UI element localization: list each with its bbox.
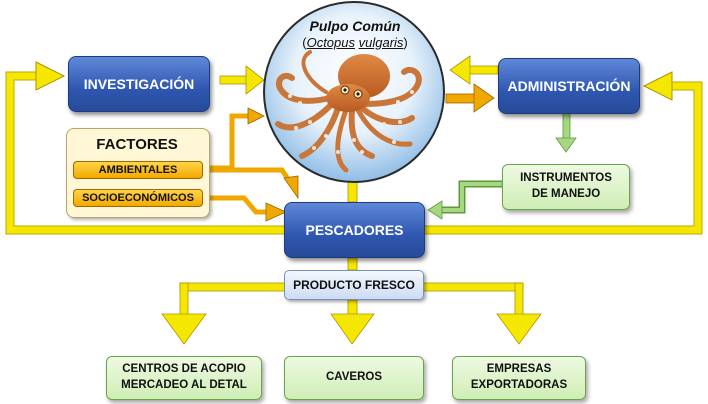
factores-title: FACTORES xyxy=(96,136,178,153)
arrow-head-to-investigacion xyxy=(35,61,66,91)
pescadores-node: PESCADORES xyxy=(284,202,425,258)
arrow-head-instrumentos xyxy=(427,200,443,220)
arrow-octopus-to-administracion xyxy=(445,83,495,113)
arrow-head-to-administracion xyxy=(642,71,673,101)
factor-socioeconomicos: SOCIOECONÓMICOS xyxy=(73,189,203,207)
investigacion-node: INVESTIGACIÓN xyxy=(68,56,210,112)
arrow-administracion-to-instrumentos xyxy=(555,111,577,153)
caveros-node: CAVEROS xyxy=(284,356,424,400)
arrow-head-socioeconomicos xyxy=(265,202,287,222)
distribution-branches xyxy=(161,282,542,345)
factor-ambientales: AMBIENTALES xyxy=(73,161,203,179)
arrow-head-empresas xyxy=(496,313,542,345)
empresas-node: EMPRESAS EXPORTADORAS xyxy=(452,356,586,400)
administracion-node: ADMINISTRACIÓN xyxy=(498,58,640,114)
arrow-investigacion-to-octopus xyxy=(219,65,265,95)
octopus-title: Pulpo Común (Octopus vulgaris) xyxy=(270,18,440,50)
genus-name: Octopus xyxy=(306,34,355,50)
arrow-head-factors-octopus xyxy=(247,107,265,125)
arrow-socioeconomicos-to-pescadores xyxy=(208,195,268,215)
octopus-illustration xyxy=(275,50,422,173)
arrow-factors-to-octopus xyxy=(208,113,252,171)
producto-fresco-node: PRODUCTO FRESCO xyxy=(284,270,424,300)
arrow-head-ambientales xyxy=(283,175,299,200)
species-scientific-name: (Octopus vulgaris) xyxy=(302,34,408,50)
right-feedback-loop xyxy=(425,81,703,235)
species-common-name: Pulpo Común xyxy=(309,18,401,34)
species-name: vulgaris xyxy=(358,34,404,50)
arrow-head-centros xyxy=(161,313,207,345)
arrow-head-caveros xyxy=(330,313,375,345)
connector-pescadores-producto xyxy=(347,257,358,271)
instrumentos-node: INSTRUMENTOS DE MANEJO xyxy=(502,164,630,210)
centros-node: CENTROS DE ACOPIO MERCADEO AL DETAL xyxy=(106,356,262,400)
left-feedback-loop xyxy=(5,71,284,235)
arrow-instrumentos-to-pescadores xyxy=(440,180,502,214)
arrow-ambientales-to-pescadores xyxy=(208,167,293,184)
arrow-administracion-to-octopus xyxy=(449,55,499,85)
